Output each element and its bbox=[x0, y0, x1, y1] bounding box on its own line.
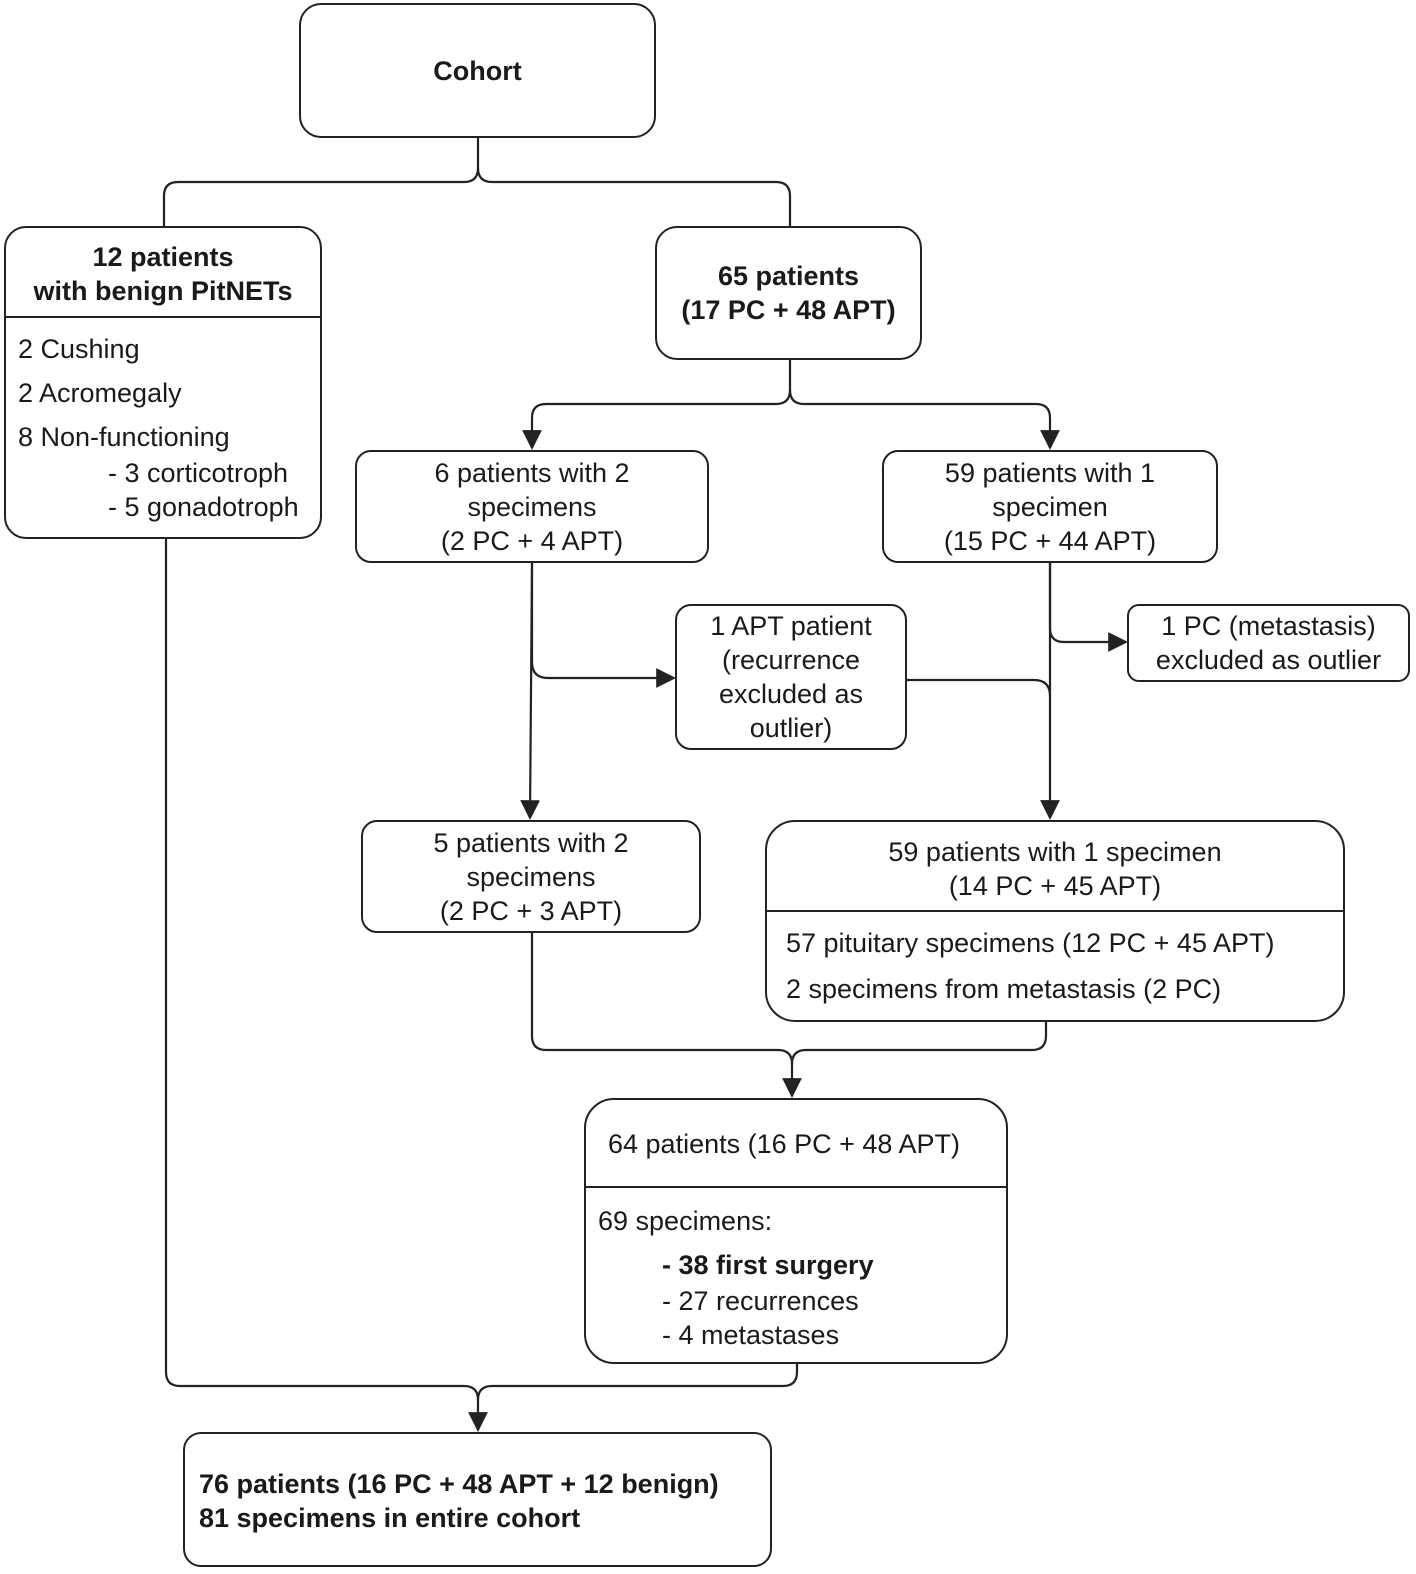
combined-other-item: - 27 recurrences bbox=[662, 1286, 859, 1316]
excluded-apt-box: 1 APT patient (recurrence excluded as ou… bbox=[675, 604, 907, 750]
edge-one-spec-after-to-combined bbox=[790, 1022, 1048, 1065]
one-spec-after-line: (14 PC + 45 APT) bbox=[948, 871, 1162, 901]
edge-main-to-two-spec bbox=[522, 360, 792, 450]
edge-cohort-to-main bbox=[476, 167, 792, 226]
one-spec-box: 59 patients with 1 specimen (15 PC + 44 … bbox=[882, 450, 1218, 563]
combined-first-surgery: - 38 first surgery bbox=[662, 1250, 874, 1280]
edge-two-spec-to-excluded bbox=[530, 563, 676, 688]
main-group-line: 65 patients bbox=[717, 261, 860, 291]
benign-title-line2: with benign PitNETs bbox=[33, 276, 293, 306]
benign-item: 2 Cushing bbox=[18, 334, 140, 364]
excluded-apt-line: excluded as bbox=[718, 679, 864, 709]
main-group-box: 65 patients (17 PC + 48 APT) bbox=[655, 226, 922, 360]
one-spec-after-line: 59 patients with 1 specimen bbox=[888, 837, 1222, 867]
combined-divider bbox=[586, 1186, 1006, 1188]
edge-two-spec-after-to-combined bbox=[530, 933, 802, 1098]
benign-subitem: - 5 gonadotroph bbox=[108, 492, 299, 522]
excluded-pc-box: 1 PC (metastasis) excluded as outlier bbox=[1127, 604, 1410, 682]
benign-box: 12 patients with benign PitNETs 2 Cushin… bbox=[4, 226, 322, 539]
two-spec-after-box: 5 patients with 2 specimens (2 PC + 3 AP… bbox=[361, 820, 701, 933]
excluded-pc-line: excluded as outlier bbox=[1155, 645, 1382, 675]
combined-specimens-label: 69 specimens: bbox=[598, 1206, 773, 1236]
edge-main-to-one-spec bbox=[788, 389, 1060, 450]
combined-other-item: - 4 metastases bbox=[662, 1320, 840, 1350]
two-spec-after-line: 5 patients with 2 bbox=[433, 827, 629, 858]
benign-item: 2 Acromegaly bbox=[18, 378, 182, 408]
benign-divider bbox=[6, 316, 320, 318]
one-spec-line: (15 PC + 44 APT) bbox=[943, 525, 1157, 556]
two-spec-box: 6 patients with 2 specimens (2 PC + 4 AP… bbox=[355, 450, 709, 563]
one-spec-after-divider bbox=[767, 910, 1343, 912]
total-box: 76 patients (16 PC + 48 APT + 12 benign)… bbox=[183, 1432, 772, 1567]
total-line: 81 specimens in entire cohort bbox=[199, 1503, 581, 1533]
two-spec-line: (2 PC + 4 APT) bbox=[440, 525, 624, 556]
cohort-box: Cohort bbox=[299, 3, 656, 138]
excluded-pc-line: 1 PC (metastasis) bbox=[1161, 611, 1376, 641]
excluded-apt-line: 1 APT patient bbox=[710, 611, 872, 641]
one-spec-line: 59 patients with 1 bbox=[944, 457, 1156, 488]
combined-box: 64 patients (16 PC + 48 APT) 69 specimen… bbox=[584, 1098, 1008, 1364]
combined-header: 64 patients (16 PC + 48 APT) bbox=[608, 1129, 960, 1159]
edge-cohort-to-benign bbox=[162, 138, 480, 226]
two-spec-line: 6 patients with 2 bbox=[434, 457, 630, 488]
excluded-apt-line: outlier) bbox=[749, 713, 833, 743]
two-spec-after-line: specimens bbox=[466, 861, 596, 892]
cohort-title: Cohort bbox=[433, 55, 522, 86]
total-line: 76 patients (16 PC + 48 APT + 12 benign) bbox=[199, 1469, 719, 1499]
one-spec-line: specimen bbox=[992, 491, 1108, 522]
edge-excluded-to-one-spec-after bbox=[906, 678, 1052, 697]
benign-title-line1: 12 patients bbox=[92, 242, 234, 272]
benign-subitem: - 3 corticotroph bbox=[108, 458, 289, 488]
one-spec-after-item: 2 specimens from metastasis (2 PC) bbox=[786, 974, 1222, 1004]
one-spec-after-item: 57 pituitary specimens (12 PC + 45 APT) bbox=[786, 928, 1275, 958]
main-group-line: (17 PC + 48 APT) bbox=[681, 295, 896, 325]
excluded-apt-line: (recurrence bbox=[721, 645, 861, 675]
two-spec-line: specimens bbox=[467, 491, 597, 522]
two-spec-after-line: (2 PC + 3 APT) bbox=[439, 895, 623, 926]
benign-item: 8 Non-functioning bbox=[18, 422, 230, 452]
edge-benign-to-total bbox=[164, 539, 488, 1432]
one-spec-after-box: 59 patients with 1 specimen (14 PC + 45 … bbox=[765, 820, 1345, 1022]
edge-one-spec-to-excluded-pc bbox=[1048, 563, 1128, 652]
edge-combined-to-total bbox=[476, 1364, 799, 1401]
